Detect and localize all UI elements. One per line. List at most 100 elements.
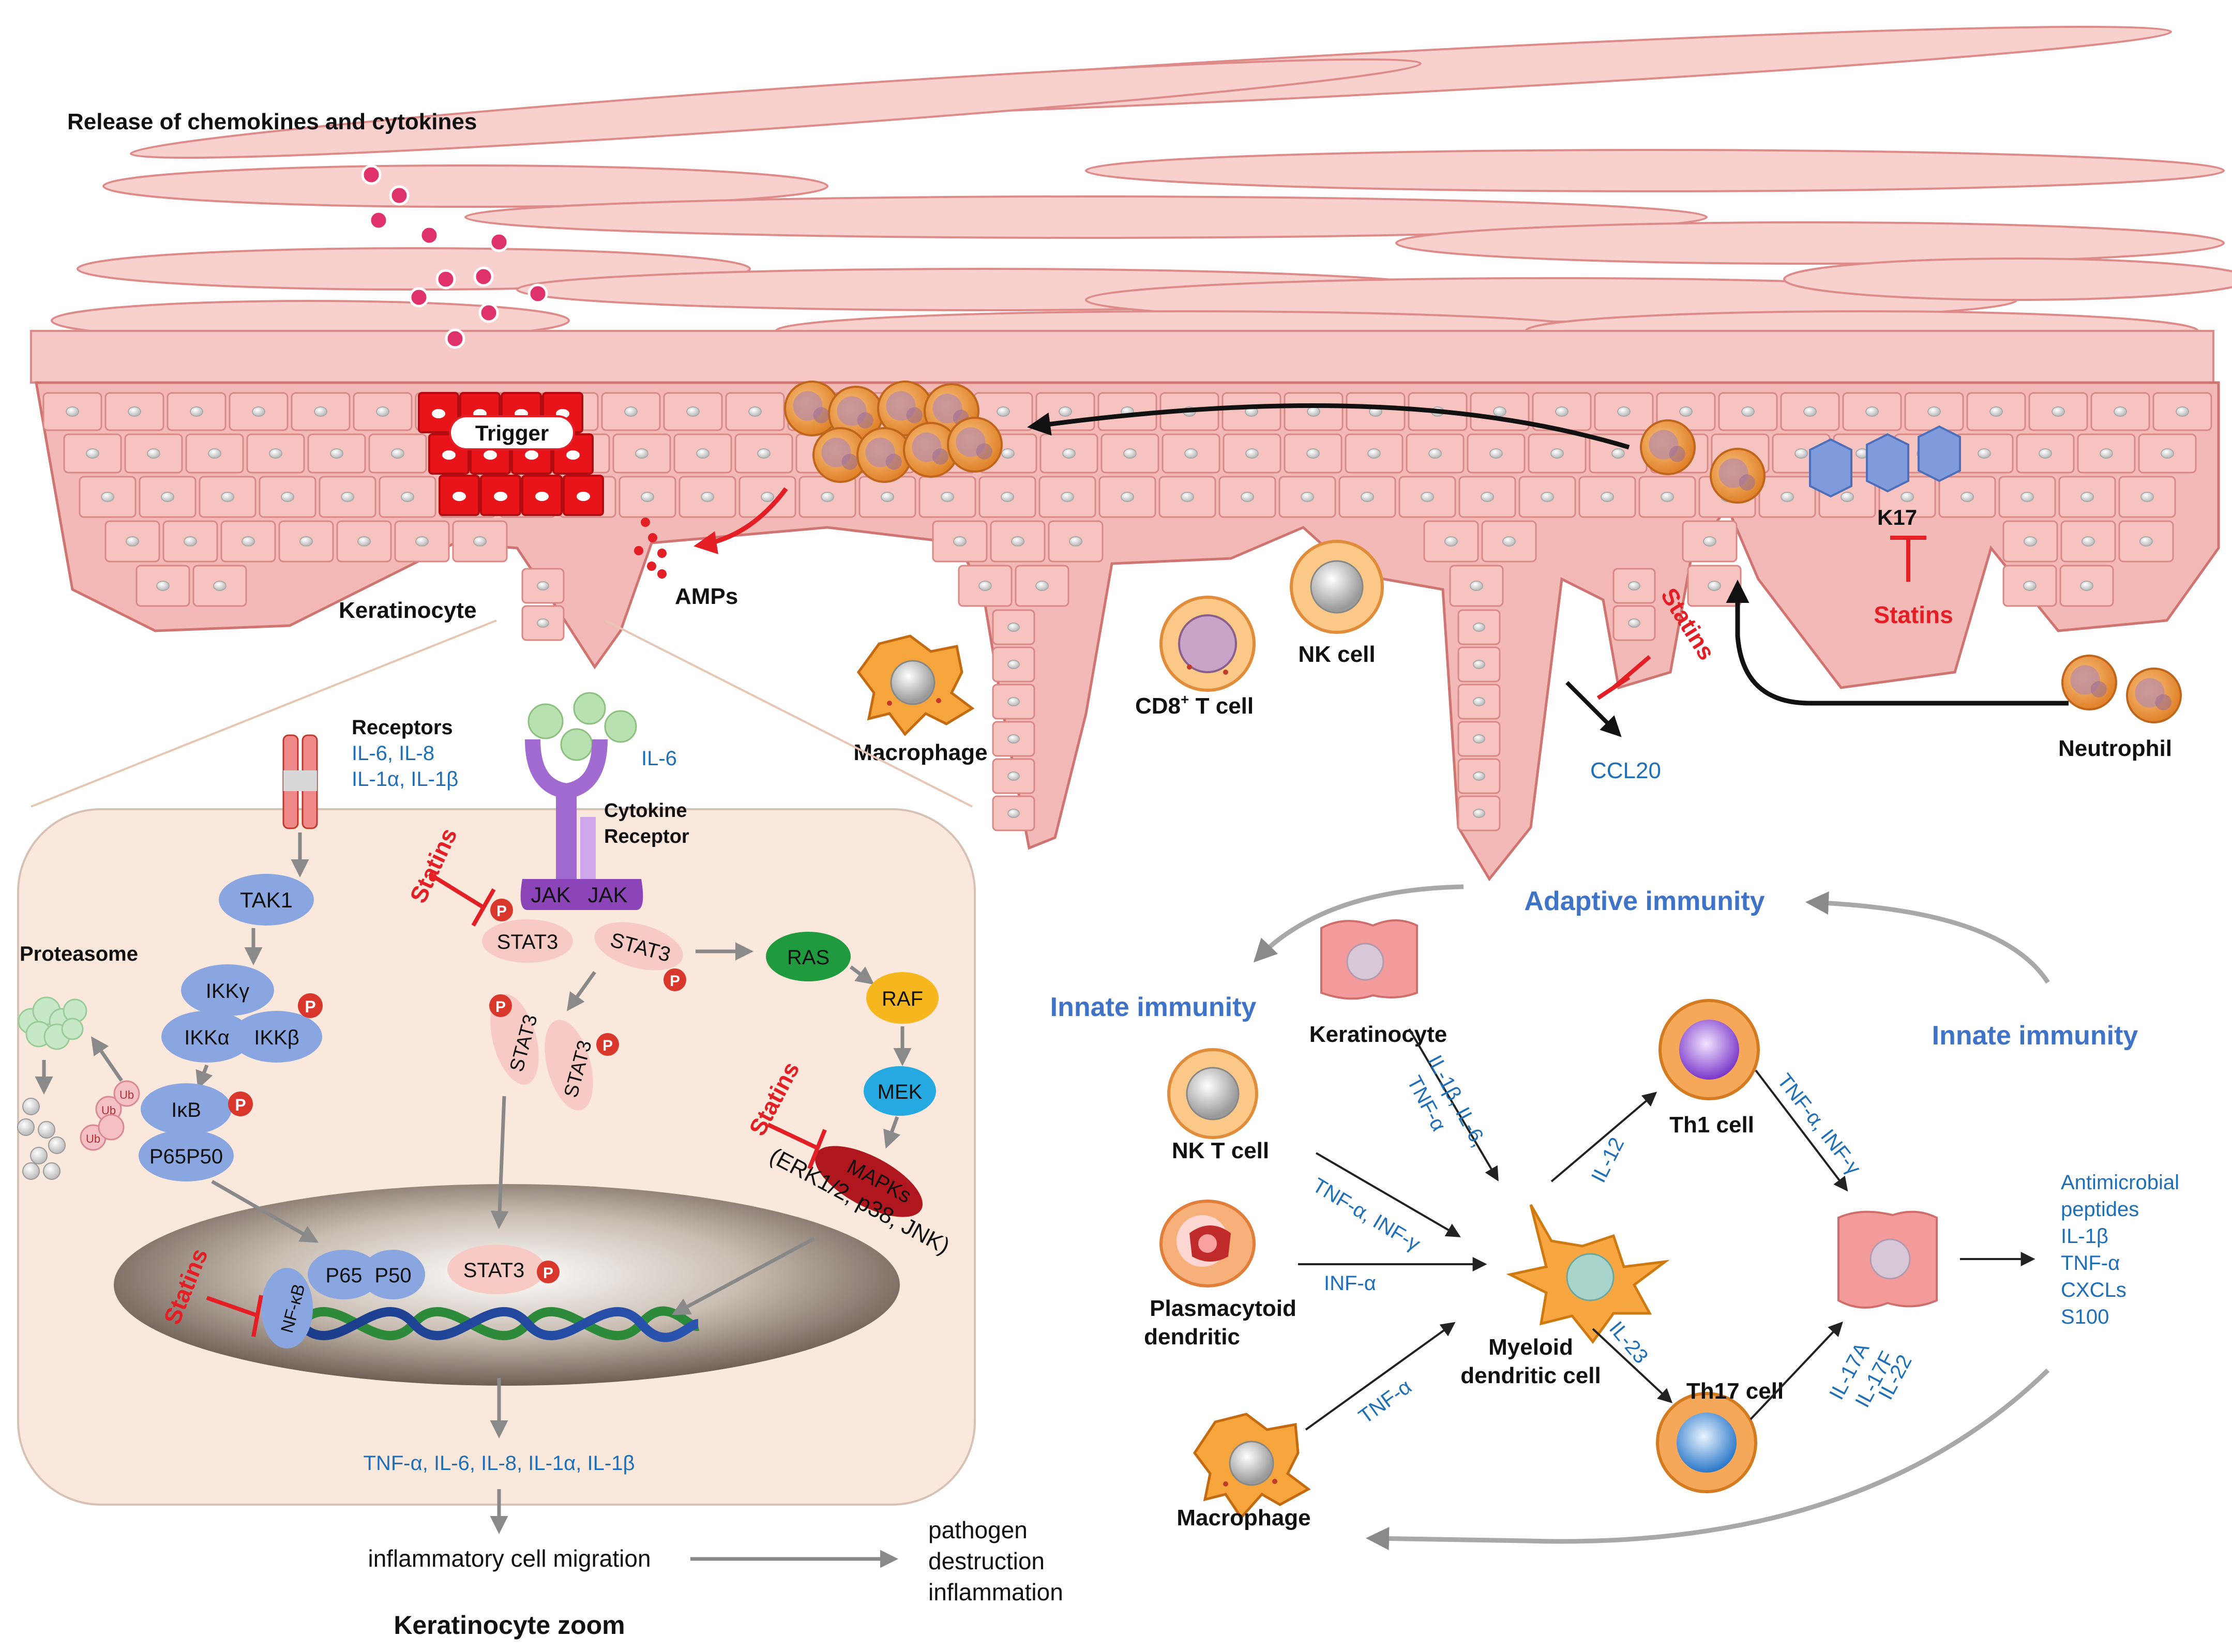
macrophage-bottom (1193, 1413, 1311, 1520)
neutrophils-dermis (2061, 655, 2182, 723)
receptors-label: Receptors (352, 716, 453, 739)
keratinocyte-label: Keratinocyte (339, 598, 477, 623)
neutrophil-label: Neutrophil (2058, 736, 2172, 761)
tak1-node (219, 874, 314, 926)
mdc-label-1: Myeloid (1488, 1335, 1573, 1360)
svg-text:TAK1: TAK1 (240, 888, 293, 912)
cycle-arrow-bottom (1366, 1368, 2050, 1551)
result-destruction: destruction (928, 1548, 1045, 1574)
target-keratinocyte (1837, 1210, 1938, 1309)
pdc-label-2: dendritic (1144, 1324, 1240, 1350)
product-item: Antimicrobial (2061, 1171, 2179, 1194)
trigger-badge (449, 415, 575, 450)
svg-text:JAK: JAK (587, 883, 627, 907)
amps-label: AMPs (675, 584, 738, 609)
th17-label: Th17 cell (1686, 1378, 1784, 1404)
svg-text:JAK: JAK (531, 883, 570, 907)
k17-label: K17 (1877, 505, 1917, 529)
ccl20-label: CCL20 (1590, 758, 1661, 783)
mdc-to-th17 (1592, 1328, 1673, 1403)
macrophage-top (856, 634, 975, 736)
th1-label: Th1 cell (1669, 1112, 1754, 1138)
keratinocyte-zoom-panel: Receptors IL-6, IL-8 IL-1α, IL-1β TAK1 I… (17, 619, 1063, 1640)
nfkb-node (261, 1268, 313, 1348)
nk-label: NK cell (1298, 642, 1375, 667)
il23-label: IL-23 (1605, 1317, 1652, 1368)
degraded-peptides (17, 1098, 66, 1180)
mek-node (864, 1066, 936, 1116)
trigger-label: Trigger (475, 421, 549, 445)
jak-proteins (520, 879, 643, 910)
k17-cells (1809, 425, 1961, 498)
stat3-b (594, 922, 683, 971)
p65p50-node (139, 1130, 234, 1181)
amp-release-arrow (693, 487, 788, 554)
ikk-gamma-node (181, 964, 274, 1016)
plasmacytoid-dc (1159, 1200, 1256, 1287)
mapk-inhibition-line (767, 1123, 818, 1150)
svg-text:IκB: IκB (171, 1099, 201, 1121)
ccl20-arrow (1565, 681, 1622, 737)
il12-label: IL-12 (1587, 1134, 1629, 1186)
cytokine-receptor-label-2: Receptor (604, 826, 689, 847)
svg-text:Ub: Ub (119, 1088, 134, 1101)
receptor-il6-il8-il1 (282, 734, 318, 829)
cycle-arrow-right (1805, 891, 2050, 984)
proteasome-label: Proteasome (20, 943, 138, 965)
macrophage-to-mdc (1305, 1322, 1456, 1431)
triggered-keratinocytes (418, 392, 604, 516)
zoom-title: Keratinocyte zoom (394, 1611, 625, 1640)
svg-text:P: P (670, 973, 680, 990)
svg-text:RAF: RAF (882, 988, 923, 1010)
receptors-ligands-2: IL-1α, IL-1β (352, 768, 458, 791)
dna-helix (296, 1306, 700, 1342)
svg-text:STAT3: STAT3 (463, 1259, 525, 1282)
stat3-inhibition-line (428, 872, 485, 910)
phospho-ikkb (298, 993, 323, 1018)
svg-text:P65: P65 (325, 1264, 362, 1287)
secreted-cytokines-label: TNF-α, IL-6, IL-8, IL-1α, IL-1β (364, 1452, 635, 1475)
svg-text:P65P50: P65P50 (149, 1145, 223, 1168)
p65-nuclear (308, 1250, 380, 1299)
ikk-beta-node (231, 1011, 322, 1063)
diagram-title: Release of chemokines and cytokines (67, 109, 477, 134)
il6-label: IL-6 (641, 747, 677, 770)
product-item: TNF-α (2061, 1252, 2120, 1275)
product-item: peptides (2061, 1198, 2139, 1221)
svg-text:P: P (305, 997, 315, 1016)
cycle-arrow-left (1253, 884, 1464, 963)
p50-nuclear (361, 1250, 425, 1299)
nk-cell (1290, 540, 1384, 634)
mapks-node (815, 1146, 923, 1217)
mdc-label-2: dendritic cell (1460, 1363, 1601, 1388)
keratinocyte-cell-label: Keratinocyte (1309, 1022, 1447, 1047)
result-pathogen: pathogen (928, 1517, 1028, 1543)
keratinocyte-cell (1320, 919, 1418, 1000)
mdc-to-th1 (1550, 1092, 1657, 1183)
granular-layer (30, 330, 2214, 384)
th1-cell (1658, 999, 1760, 1100)
th1-to-keratinocyte (1755, 1069, 1848, 1192)
adaptive-immunity-label: Adaptive immunity (1524, 886, 1765, 916)
epidermis-illustration: Trigger AMPs Keratinocyte K17 Statins (30, 25, 2232, 882)
svg-text:P: P (496, 903, 507, 920)
svg-text:IKKβ: IKKβ (254, 1026, 299, 1049)
macrophage-cytokine: TNF-α (1354, 1375, 1415, 1429)
svg-text:Ub: Ub (101, 1104, 116, 1117)
neutrophil-cluster (784, 381, 1766, 504)
product-item: CXCLs (2061, 1279, 2127, 1301)
ikb-node (141, 1083, 232, 1135)
svg-text:IKKγ: IKKγ (206, 980, 249, 1003)
th1-cytokines: TNF-α, INF-γ (1773, 1069, 1865, 1179)
result-inflammation: inflammation (928, 1579, 1063, 1605)
stat3-a (482, 919, 573, 963)
th17-cell (1656, 1392, 1757, 1493)
svg-text:P: P (495, 998, 506, 1016)
macrophage-bottom-label: Macrophage (1177, 1505, 1310, 1530)
cytokine-receptor-label-1: Cytokine (604, 800, 687, 822)
product-item: S100 (2061, 1306, 2109, 1328)
proteasome (18, 996, 87, 1050)
nkt-label: NK T cell (1172, 1138, 1269, 1163)
